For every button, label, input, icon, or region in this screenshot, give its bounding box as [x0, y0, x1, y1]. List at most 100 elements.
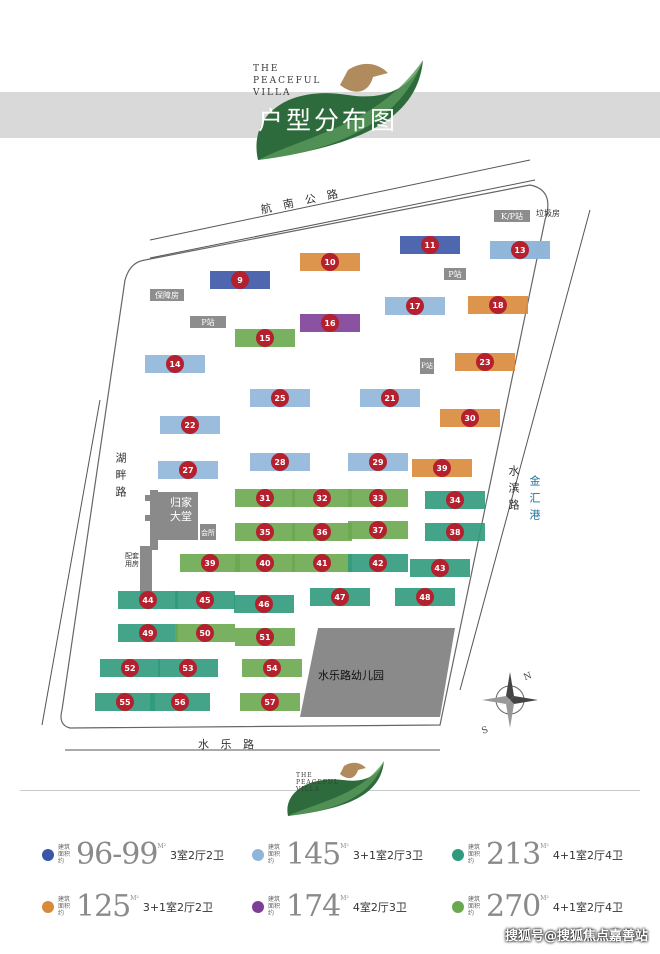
security-housing: 保障房 — [150, 289, 184, 301]
footer-brand-line-2: PEACEFUL — [296, 779, 339, 786]
building-number-marker: 31 — [256, 489, 274, 507]
building-number-marker: 14 — [166, 355, 184, 373]
building-number-marker: 33 — [369, 489, 387, 507]
building-number-marker: 56 — [171, 693, 189, 711]
building-number-marker: 51 — [256, 628, 274, 646]
legend-area-1: 96-99 — [76, 837, 158, 872]
kp-station: K/P站 — [494, 210, 530, 222]
brand-line-2: PEACEFUL — [253, 76, 322, 86]
building-number-marker: 50 — [196, 624, 214, 642]
legend-desc-1: 3室2厅2卫 — [170, 848, 225, 862]
building-number-marker: 35 — [256, 523, 274, 541]
building-number-marker: 36 — [313, 523, 331, 541]
road-shuibin: 水滨路 — [507, 465, 520, 516]
building-number-marker: 53 — [179, 659, 197, 677]
legend-area-label: 建筑面积约 — [268, 896, 281, 917]
legend-item-2: 建筑面积约 145 M² 3+1室2厅3卫 — [252, 837, 423, 872]
building-number-marker: 28 — [271, 453, 289, 471]
building-number-marker: 23 — [476, 353, 494, 371]
watermark: 搜狐号@搜狐焦点嘉善站 — [504, 929, 648, 944]
legend-area-4: 125 — [76, 889, 131, 924]
legend-area-5: 174 — [286, 889, 341, 924]
building-number-marker: 47 — [331, 588, 349, 606]
unit-type-legend: 建筑面积约 96-99 M² 3室2厅2卫 建筑面积约 145 M² 3+1室2… — [36, 825, 636, 935]
building-number-marker: 48 — [416, 588, 434, 606]
legend-desc-6: 4+1室2厅4卫 — [552, 900, 624, 914]
creek-jinhui: 金汇港 — [528, 475, 541, 526]
building-number-marker: 40 — [256, 554, 274, 572]
legend-item-3: 建筑面积约 213 M² 4+1室2厅4卫 — [452, 837, 623, 872]
leaf-logo-icon — [256, 60, 423, 160]
building-number-marker: 41 — [313, 554, 331, 572]
building-number-marker: 18 — [489, 296, 507, 314]
legend-area-2: 145 — [286, 837, 341, 872]
legend-item-1: 建筑面积约 96-99 M² 3室2厅2卫 — [42, 837, 224, 872]
legend-swatch-5 — [252, 900, 264, 913]
road-shuile: 水 乐 路 — [198, 738, 258, 751]
building-number-marker: 57 — [261, 693, 279, 711]
legend-unit: M² — [540, 895, 549, 902]
kindergarten-label: 水乐路幼儿园 — [318, 669, 384, 682]
brand-name: THE PEACEFUL VILLA — [253, 63, 343, 99]
club-label: 会所 — [201, 529, 215, 537]
footer-brand-line-3: VILLA — [296, 786, 321, 793]
legend-swatch-2 — [252, 848, 264, 861]
parking-station-3: P站 — [420, 358, 434, 374]
road-hupan: 湖畔路 — [114, 452, 127, 503]
compass-icon — [482, 672, 538, 728]
page-title: 户型分布图 — [258, 106, 399, 135]
building-number-marker: 9 — [231, 271, 249, 289]
building-number-marker: 39 — [201, 554, 219, 572]
leaf-logo-small-icon — [287, 761, 384, 816]
brand-line-3: VILLA — [253, 88, 292, 98]
building-number-marker: 27 — [179, 461, 197, 479]
building-number-marker: 44 — [139, 591, 157, 609]
legend-area-label: 建筑面积约 — [468, 844, 481, 865]
building-number-marker: 49 — [139, 624, 157, 642]
footer-brand: THE PEACEFUL VILLA — [296, 772, 339, 793]
building-number-marker: 30 — [461, 409, 479, 427]
building-number-marker: 55 — [116, 693, 134, 711]
building-number-marker: 22 — [181, 416, 199, 434]
building-number-marker: 45 — [196, 591, 214, 609]
building-number-marker: 34 — [446, 491, 464, 509]
building-number-marker: 17 — [406, 297, 424, 315]
legend-unit: M² — [157, 843, 167, 850]
building-number-marker: 52 — [121, 659, 139, 677]
legend-area-label: 建筑面积约 — [58, 896, 71, 917]
lobby-label: 归家大堂 — [170, 496, 192, 523]
building-number-marker: 38 — [446, 523, 464, 541]
legend-item-5: 建筑面积约 174 M² 4室2厅3卫 — [252, 889, 407, 924]
building-number-marker: 21 — [381, 389, 399, 407]
legend-item-6: 建筑面积约 270 M² 4+1室2厅4卫 — [452, 889, 623, 924]
parking-station-2: P站 — [444, 268, 466, 280]
parking-station-1: P站 — [190, 316, 226, 328]
site-map — [41, 159, 591, 751]
legend-unit: M² — [340, 895, 349, 902]
building-number-marker: 29 — [369, 453, 387, 471]
building-number-marker: 42 — [369, 554, 387, 572]
building-number-marker: 46 — [255, 595, 273, 613]
legend-unit: M² — [540, 843, 549, 850]
building-number-marker: 13 — [511, 241, 529, 259]
footer-brand-line-1: THE — [296, 772, 313, 779]
legend-area-label: 建筑面积约 — [58, 844, 71, 865]
building-number-marker: 37 — [369, 521, 387, 539]
building-number-marker: 39 — [433, 459, 451, 477]
building-number-marker: 25 — [271, 389, 289, 407]
legend-item-4: 建筑面积约 125 M² 3+1室2厅2卫 — [42, 889, 213, 924]
legend-desc-5: 4室2厅3卫 — [352, 900, 407, 914]
legend-unit: M² — [340, 843, 349, 850]
garbage-room: 垃圾房 — [536, 209, 560, 218]
legend-unit: M² — [130, 895, 139, 902]
legend-desc-2: 3+1室2厅3卫 — [352, 848, 424, 862]
building-number-marker: 16 — [321, 314, 339, 332]
legend-area-label: 建筑面积约 — [468, 896, 481, 917]
legend-swatch-3 — [452, 848, 464, 861]
building-number-marker: 11 — [421, 236, 439, 254]
legend-swatch-1 — [42, 848, 54, 861]
power-room-label: 配套用房 — [125, 552, 139, 568]
legend-area-3: 213 — [486, 837, 541, 872]
brand-line-1: THE — [253, 64, 280, 74]
building-number-marker: 43 — [431, 559, 449, 577]
